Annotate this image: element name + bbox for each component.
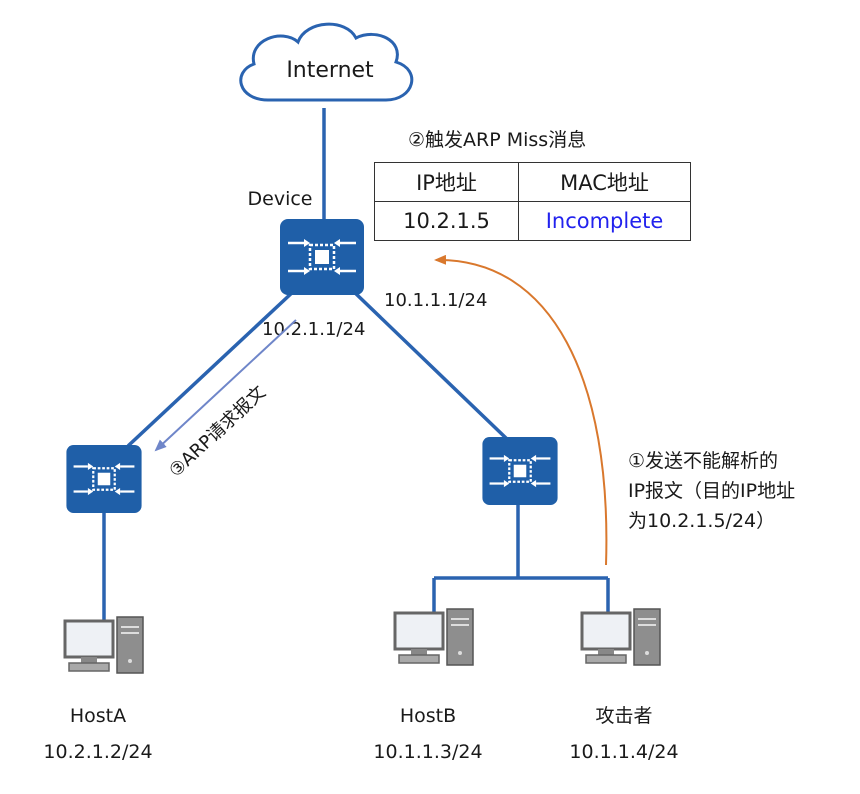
hosta-computer-icon	[63, 615, 145, 675]
internet-cloud-icon	[239, 22, 414, 102]
link-device-switch-right	[350, 288, 510, 442]
device-switch-icon	[280, 219, 364, 295]
device-ip-left: 10.2.1.1/24	[262, 319, 365, 340]
arp-table-row: 10.2.1.5 Incomplete	[374, 201, 691, 241]
arp-header-mac: MAC地址	[518, 162, 691, 202]
step1-line2: IP报文（目的IP地址	[628, 480, 795, 502]
hostb-ip: 10.1.1.3/24	[373, 741, 482, 763]
attacker-computer-icon	[580, 607, 662, 667]
step1-line3: 为10.2.1.5/24）	[628, 510, 775, 532]
network-links	[102, 108, 610, 625]
arp-header-ip: IP地址	[374, 162, 519, 202]
internet-label: Internet	[286, 58, 374, 83]
arp-table: IP地址 MAC地址 10.2.1.5 Incomplete	[374, 162, 691, 241]
arrow-arp-request	[154, 319, 297, 452]
hostb-name: HostB	[400, 705, 456, 727]
link-device-switch-left	[126, 288, 297, 448]
attacker-ip: 10.1.1.4/24	[569, 741, 678, 763]
switch-left-icon	[65, 445, 143, 513]
step1-line1: ①发送不能解析的	[628, 450, 778, 472]
attacker-name: 攻击者	[595, 705, 652, 727]
step2-label: ②触发ARP Miss消息	[408, 129, 586, 151]
arp-row-mac: Incomplete	[518, 201, 691, 241]
hostb-computer-icon	[393, 607, 475, 667]
hosta-name: HostA	[70, 705, 126, 727]
arrow-attacker-to-device	[434, 254, 608, 566]
device-ip-right: 10.1.1.1/24	[384, 290, 487, 311]
switch-right-icon	[481, 437, 559, 505]
arp-row-ip: 10.2.1.5	[374, 201, 519, 241]
arp-table-header-row: IP地址 MAC地址	[374, 162, 691, 202]
device-label: Device	[248, 188, 313, 210]
hosta-ip: 10.2.1.2/24	[43, 741, 152, 763]
